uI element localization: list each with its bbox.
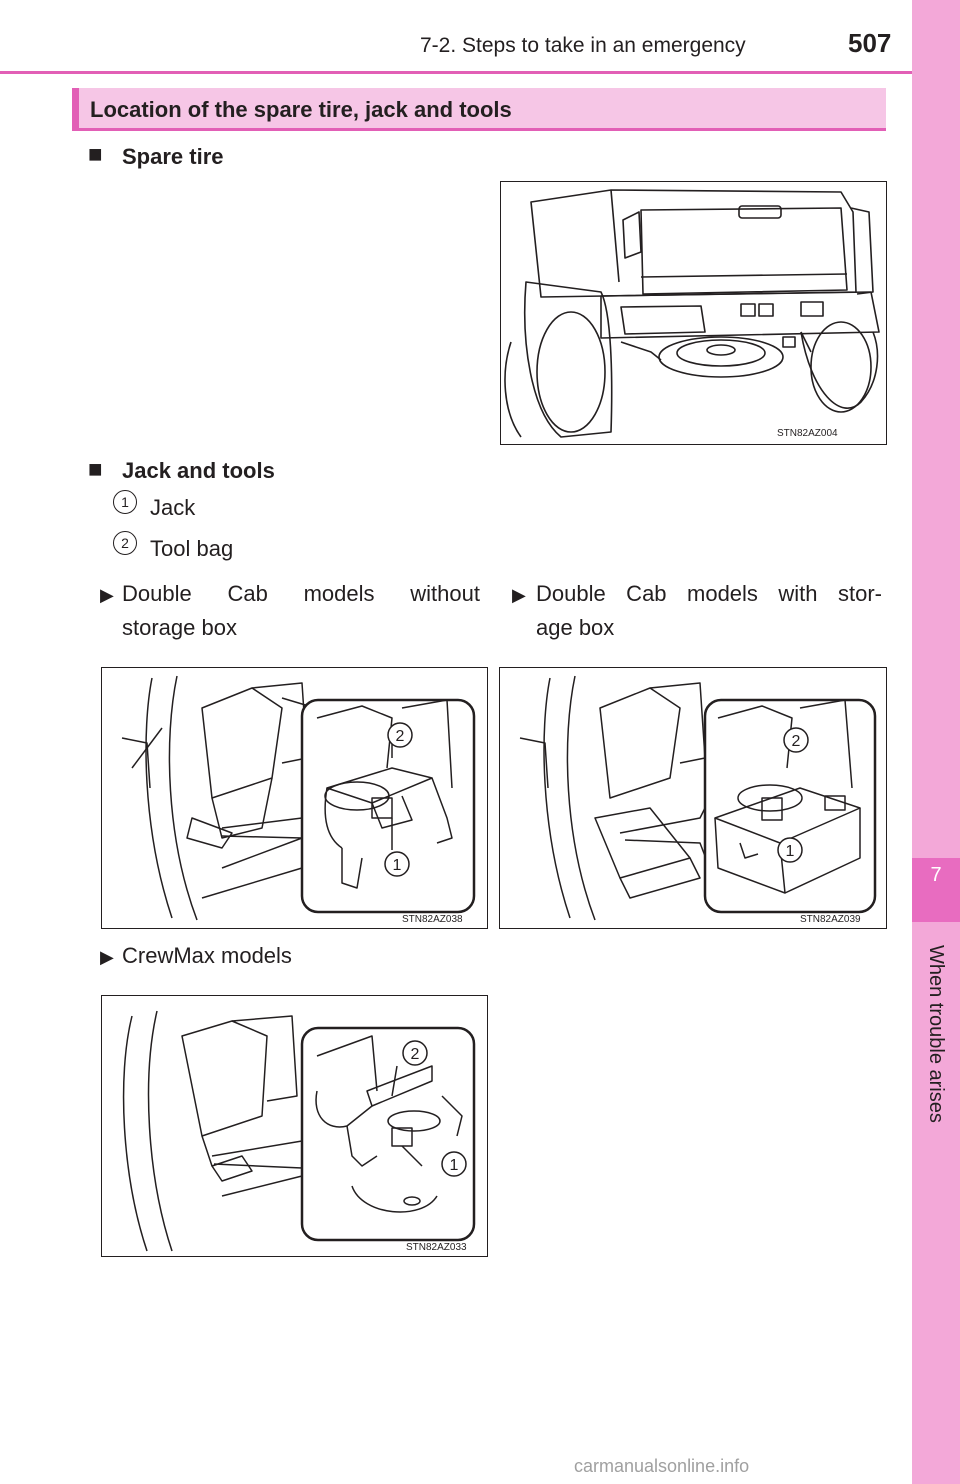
model-caption-line: Double Cab models without (122, 581, 480, 606)
square-bullet-icon: ■ (88, 456, 103, 483)
truck-rear-illustration (504, 189, 880, 438)
crewmax-figure: 2 1 STN82AZ033 (101, 995, 488, 1257)
item-label-tool-bag: Tool bag (150, 536, 234, 561)
callout-2-label: 2 (396, 728, 405, 745)
page-number: 507 (848, 28, 892, 58)
cab-interior-illustration: 2 1 (121, 675, 476, 921)
figure-code: STN82AZ004 (777, 428, 838, 439)
spare-tire-figure: STN82AZ004 (500, 181, 887, 445)
callout-2-label: 2 (411, 1046, 420, 1063)
chapter-title: When trouble arises (925, 945, 947, 1123)
spare-tire-heading: Spare tire (122, 144, 224, 169)
model-caption-line: CrewMax models (122, 943, 292, 968)
double-cab-no-storage-figure: 2 1 STN82AZ038 (101, 667, 488, 929)
model-caption-line: age box (536, 615, 615, 640)
model-caption-line: Double Cab models with stor- (536, 581, 882, 606)
jack-tools-heading: Jack and tools (122, 458, 275, 483)
watermark-text: carmanualsonline.info (574, 1456, 750, 1476)
chapter-number-box (912, 858, 960, 922)
header-rule (0, 71, 912, 74)
section-heading-underline (72, 128, 886, 131)
figure-code: STN82AZ033 (406, 1242, 467, 1253)
callout-1-label: 1 (786, 843, 795, 860)
item-label-jack: Jack (150, 495, 196, 520)
double-cab-storage-figure: 2 1 STN82AZ039 (499, 667, 887, 929)
cab-interior-illustration: 2 1 (519, 675, 877, 921)
triangle-bullet-icon: ▶ (512, 585, 526, 605)
triangle-bullet-icon: ▶ (100, 947, 114, 967)
section-heading-bar (72, 88, 886, 130)
callout-1-label: 1 (450, 1157, 459, 1174)
figure-code: STN82AZ038 (402, 914, 463, 925)
cab-interior-illustration: 2 1 (122, 1010, 476, 1252)
model-caption-line: storage box (122, 615, 237, 640)
section-title: Location of the spare tire, jack and too… (90, 97, 512, 122)
callout-2-label: 2 (792, 733, 801, 750)
square-bullet-icon: ■ (88, 141, 103, 168)
callout-1-label: 1 (393, 857, 402, 874)
figure-code: STN82AZ039 (800, 914, 861, 925)
section-heading-accent (72, 88, 79, 130)
chapter-side-tab (912, 0, 960, 1484)
callout-number-1: 1 (113, 490, 137, 514)
triangle-bullet-icon: ▶ (100, 585, 114, 605)
callout-number-2: 2 (113, 531, 137, 555)
chapter-number: 7 (930, 864, 942, 886)
running-header-title: 7-2. Steps to take in an emergency (420, 34, 746, 57)
